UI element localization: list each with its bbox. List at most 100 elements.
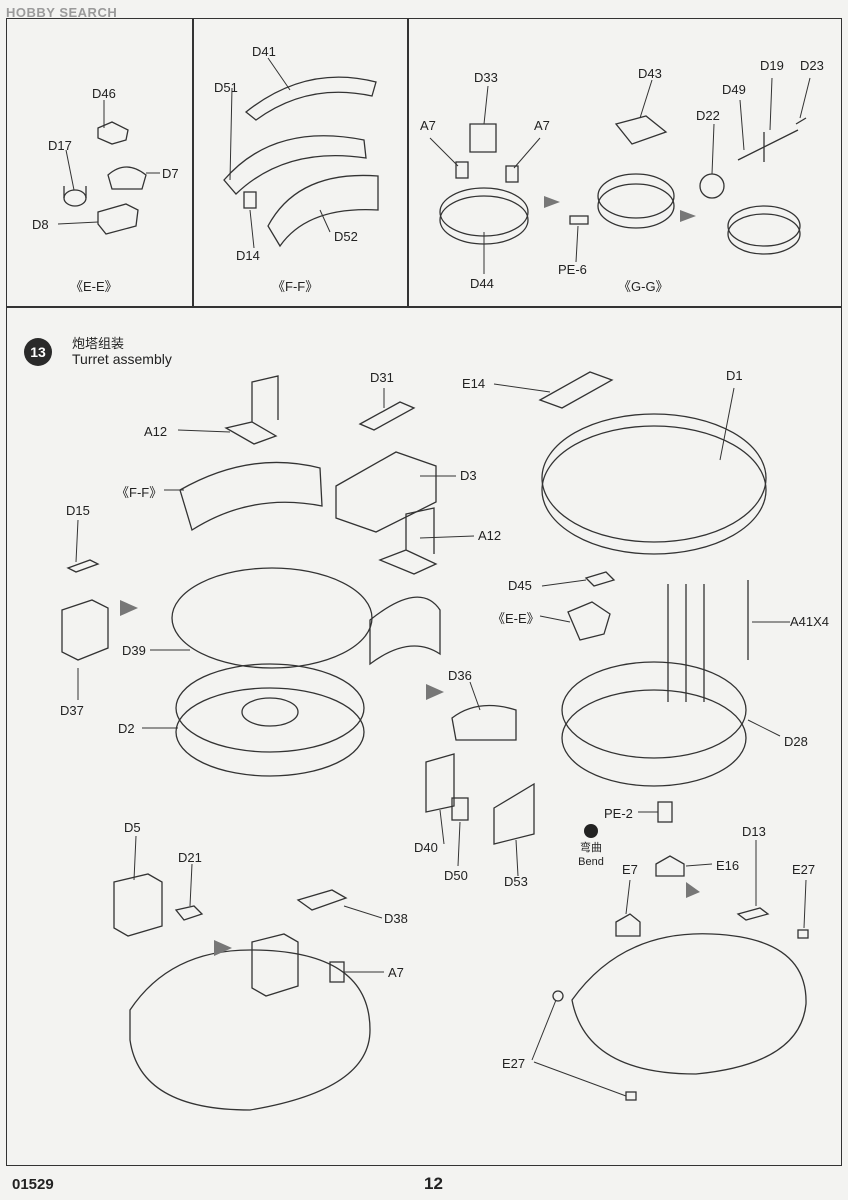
part-g-turret-base [597,173,675,219]
part-a12-top [224,375,279,445]
label-d44: D44 [470,276,494,291]
arrow-right-icon [214,940,232,956]
part-d5 [113,873,163,937]
part-d5-installed [251,933,299,997]
part-mid-subassembly [369,596,441,666]
label-d28: D28 [784,734,808,749]
label-d33: D33 [474,70,498,85]
part-d33 [469,123,497,153]
label-d3: D3 [460,468,477,483]
label-d8: D8 [32,217,49,232]
part-a7-left [455,161,469,179]
page-number: 12 [424,1174,443,1193]
label-d14: D14 [236,248,260,263]
part-d2 [175,663,365,753]
arrow-right-icon [544,196,560,208]
part-e27-top [797,929,809,939]
caption-e-e: 《E-E》 [70,279,118,294]
label-d46: D46 [92,86,116,101]
label-d7: D7 [162,166,179,181]
label-d37: D37 [60,703,84,718]
label-d17: D17 [48,138,72,153]
bend-label-english: Bend [578,856,604,868]
label-d15: D15 [66,503,90,518]
label-d52: D52 [334,229,358,244]
label-d51: D51 [214,80,238,95]
part-d49 [737,117,807,162]
panel-e-e [6,18,194,308]
arrow-right-icon [426,684,444,700]
caption-g-g: 《G-G》 [618,279,669,294]
part-turret-lower-right [571,933,807,1075]
label-d31: D31 [370,370,394,385]
label-e27-bottom: E27 [502,1056,526,1071]
part-d39 [171,567,373,669]
part-d7 [107,166,147,190]
part-d37 [61,599,109,661]
label-a7-left: A7 [420,118,436,133]
label-d36: D36 [448,668,472,683]
part-d3 [335,451,437,533]
part-d14 [243,191,257,209]
label-d22: D22 [696,108,720,123]
part-d50 [451,797,469,821]
part-turret-lower-left [129,949,371,1111]
part-ee-assembly [567,601,611,641]
label-d38: D38 [384,911,408,926]
part-d46 [97,121,129,145]
arrow-right-icon [120,600,138,616]
part-d22 [699,173,725,199]
label-e14: E14 [462,376,486,391]
label-d43: D43 [638,66,662,81]
step-number-badge: 13 [24,338,52,366]
part-d15 [66,559,100,573]
label-a7-right: A7 [534,118,550,133]
part-a7-right [505,165,519,183]
label-ee-ref: 《E-E》 [492,611,540,626]
part-e14 [538,371,614,409]
part-e7 [615,913,641,937]
part-pe6 [569,215,589,225]
arrow-right-icon [680,210,696,222]
part-d38 [296,889,348,911]
arrow-down-icon [686,882,700,898]
caption-f-f: 《F-F》 [272,279,319,294]
label-d41: D41 [252,44,276,59]
part-d43 [614,115,668,145]
step-13-panel [6,306,842,1166]
step-title-english: Turret assembly [72,351,172,367]
label-d2: D2 [118,721,135,736]
label-a12-mid: A12 [478,528,502,543]
part-d8 [97,203,139,235]
part-ff-assembly [179,461,323,532]
part-d1 [541,413,767,543]
label-pe2: PE-2 [604,806,633,821]
label-d21: D21 [178,850,202,865]
part-turret-basket [561,661,747,759]
label-d40: D40 [414,840,438,855]
part-d21 [174,905,204,921]
panel-g-g [407,18,842,308]
label-d1: D1 [726,368,743,383]
part-a41-rounds [667,580,749,702]
panel-f-f [192,18,409,308]
part-d52 [267,174,379,248]
bend-icon [584,824,598,838]
label-d49: D49 [722,82,746,97]
part-d44 [439,187,529,237]
label-pe6: PE-6 [558,262,587,277]
part-d53 [493,782,535,845]
label-a12-top: A12 [144,424,168,439]
bend-label-chinese: 弯曲 [580,841,602,854]
label-d5: D5 [124,820,141,835]
part-d51 [223,135,367,195]
part-e27-bottom [625,1091,637,1101]
part-e16 [655,855,685,877]
part-d40 [425,753,455,813]
label-a7: A7 [388,965,404,980]
kit-code: 01529 [12,1176,54,1193]
part-d41 [244,76,377,121]
label-e7: E7 [622,862,638,877]
part-d17 [63,189,87,207]
